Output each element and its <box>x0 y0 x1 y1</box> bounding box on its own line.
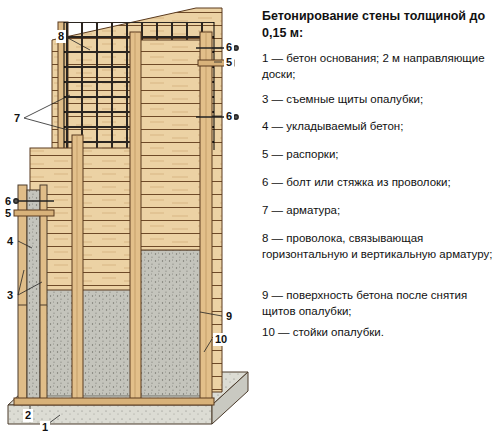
legend-item: 6 — болт или стяжка из проволоки; <box>262 174 494 190</box>
title: Бетонирование стены толщиной до 0,15 м: <box>262 8 494 42</box>
legend-item: 3 — съемные щиты опалубки; <box>262 91 494 107</box>
legend-item: 1 — бетон основания; 2 м направляющие до… <box>262 50 494 83</box>
bolts <box>14 46 238 203</box>
legend-item: 9 — поверхность бетона после снятия щито… <box>262 287 494 320</box>
leader-lines <box>18 38 222 424</box>
legend-item: 8 — проволока, связывающая горизонтальну… <box>262 230 494 263</box>
wall-section <box>18 185 47 400</box>
callout-number: 4 <box>5 235 15 248</box>
callout-number: 8 <box>56 30 66 43</box>
legend-item: 10 — стойки опалубки. <box>262 324 494 340</box>
callout-number: 7 <box>12 112 22 125</box>
callout-number: 5 <box>3 207 13 220</box>
legend-item: 5 — распорки; <box>262 146 494 162</box>
callout-number: 3 <box>5 289 15 302</box>
callout-number: 5 <box>224 56 234 69</box>
callout-number: 10 <box>213 333 229 346</box>
callout-number: 6 <box>224 110 234 123</box>
callout-number: 9 <box>224 310 234 323</box>
spacers <box>14 60 234 216</box>
legend-item: 7 — арматура; <box>262 202 494 218</box>
callout-number: 2 <box>23 409 33 422</box>
formwork-shields <box>30 40 210 290</box>
legend-item: 4 — укладываемый бетон; <box>262 118 494 134</box>
callout-number: 6 <box>224 41 234 54</box>
formwork-studs <box>72 32 212 400</box>
callout-number: 1 <box>40 421 50 434</box>
guide-boards <box>14 398 214 405</box>
